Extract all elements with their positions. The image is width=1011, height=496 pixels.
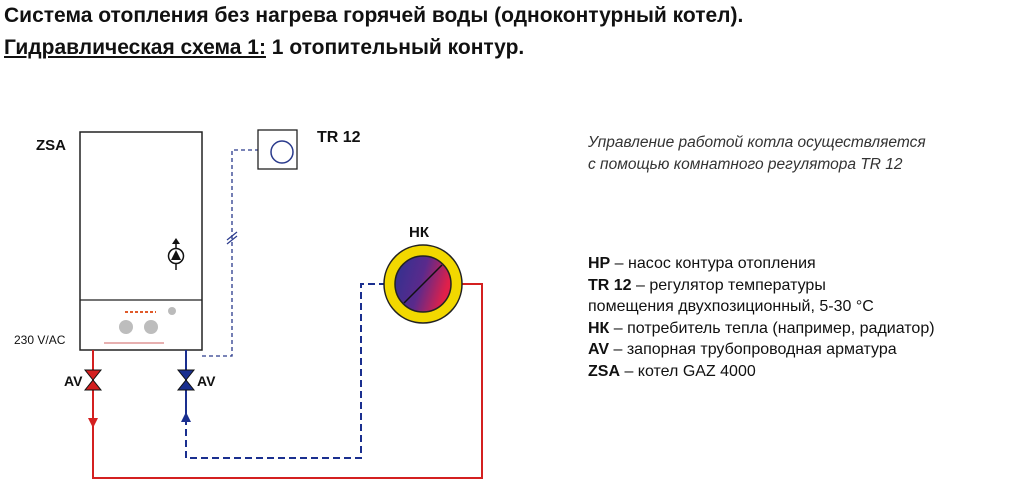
valve-right-icon: [176, 369, 196, 391]
boiler-label: ZSA: [36, 137, 66, 154]
page-title: Система отопления без нагрева горячей во…: [4, 4, 744, 27]
page-subtitle: Гидравлическая схема 1: 1 отопительный к…: [4, 36, 524, 60]
wire-break-mark: [226, 235, 238, 245]
control-note: Управление работой котла осуществляется …: [588, 132, 926, 176]
subtitle-prefix: Гидравлическая схема 1:: [4, 36, 266, 59]
valve-right-label: AV: [197, 373, 216, 389]
control-note-line2: с помощью комнатного регулятора TR 12: [588, 156, 903, 173]
tr12-regulator: [257, 129, 298, 170]
consumer-label: НК: [409, 224, 429, 241]
return-flow-arrow: [181, 412, 191, 422]
legend-item: ZSA – котел GAZ 4000: [588, 361, 935, 383]
valve-left-icon: [83, 369, 103, 391]
legend-text: помещения двухпозиционный, 5-30 °C: [588, 298, 874, 315]
legend-text: – котел GAZ 4000: [620, 362, 756, 380]
regulator-label: TR 12: [317, 129, 361, 146]
legend-item: помещения двухпозиционный, 5-30 °C: [588, 296, 935, 318]
valve-left-label: AV: [64, 373, 83, 389]
boiler-knob-left: [119, 320, 133, 334]
legend-item: TR 12 – регулятор температуры: [588, 275, 935, 297]
legend-key: ZSA: [588, 362, 620, 380]
control-wire: [202, 149, 258, 357]
boiler-body: [79, 131, 203, 351]
return-pipe-dashed: [185, 283, 386, 459]
boiler-knob-right: [144, 320, 158, 334]
supply-pipe: [92, 283, 483, 479]
power-label: 230 V/AC: [14, 333, 66, 347]
legend-item: НК – потребитель тепла (например, радиат…: [588, 318, 935, 340]
control-note-line1: Управление работой котла осуществляется: [588, 134, 926, 151]
legend-text: – регулятор температуры: [631, 276, 826, 294]
legend-item: НР – насос контура отопления: [588, 253, 935, 275]
wire-break-mark-2: [226, 231, 238, 241]
legend-text: – насос контура отопления: [610, 255, 816, 272]
legend-item: AV – запорная трубопроводная арматура: [588, 339, 935, 361]
radiator-divider: [403, 264, 443, 304]
legend-key: НР: [588, 255, 611, 272]
legend-text: – потребитель тепла (например, радиатор): [609, 319, 935, 337]
legend: НР – насос контура отопления TR 12 – рег…: [588, 253, 935, 382]
pump-icon: [167, 238, 185, 270]
subtitle-rest: 1 отопительный контур.: [265, 36, 525, 59]
legend-key: TR 12: [588, 276, 632, 294]
boiler-indicator: [168, 307, 176, 315]
legend-key: НК: [588, 319, 610, 337]
tr12-dial-icon: [270, 140, 294, 164]
supply-flow-arrow: [88, 418, 98, 428]
legend-text: – запорная трубопроводная арматура: [609, 341, 897, 358]
legend-key: AV: [588, 341, 610, 358]
